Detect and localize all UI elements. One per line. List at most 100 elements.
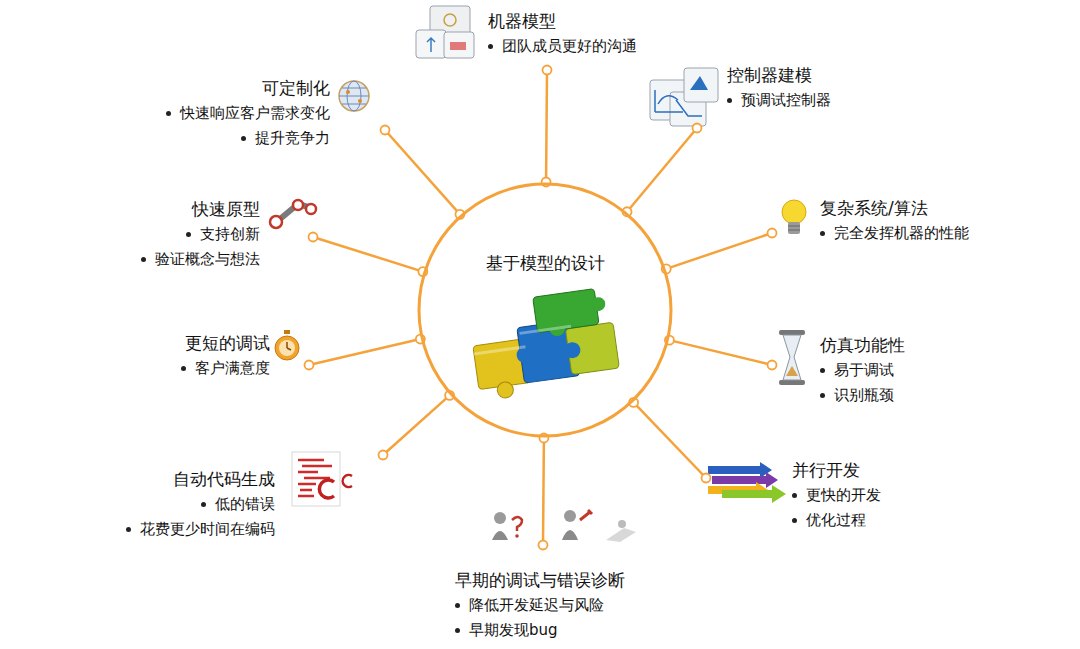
bullet-row: 预调试控制器 xyxy=(727,88,831,113)
benefit-item: 提升竞争力 xyxy=(255,126,330,151)
bullet-dot xyxy=(186,232,191,237)
bullet-row: 识别瓶颈 xyxy=(820,383,905,408)
spoke-line xyxy=(542,438,545,545)
bullet-dot xyxy=(455,603,460,608)
benefit-heading: 复杂系统/算法 xyxy=(820,195,969,221)
benefit-item: 低的错误 xyxy=(215,492,275,517)
ring-circle xyxy=(419,184,671,436)
benefit-heading: 更短的调试 xyxy=(181,330,270,356)
bullet-dot xyxy=(488,44,493,49)
bullet-dot xyxy=(727,98,732,103)
bullet-dot xyxy=(126,527,131,532)
bullet-row: 快速响应客户需求变化 xyxy=(166,101,330,126)
bullet-row: 支持创新 xyxy=(141,222,260,247)
spoke-end-dot xyxy=(768,361,777,370)
benefit-item: 易于调试 xyxy=(834,358,894,383)
benefit-item: 早期发现bug xyxy=(469,618,558,643)
benefit-heading: 控制器建模 xyxy=(727,62,831,88)
benefit-item: 识别瓶颈 xyxy=(834,383,894,408)
benefit-item: 预调试控制器 xyxy=(741,88,831,113)
bullet-dot xyxy=(181,366,186,371)
benefit-group: 并行开发更快的开发优化过程 xyxy=(792,457,881,533)
spoke-line xyxy=(309,339,420,365)
benefit-group: 机器模型团队成员更好的沟通 xyxy=(488,8,637,59)
spoke-end-dot xyxy=(305,361,314,370)
benefit-item: 快速响应客户需求变化 xyxy=(180,101,330,126)
globe-icon xyxy=(339,81,369,111)
hourglass-icon xyxy=(779,330,805,385)
bullet-dot xyxy=(792,493,797,498)
bullet-row: 提升竞争力 xyxy=(166,126,330,151)
spoke-line xyxy=(383,395,450,455)
benefit-group: 早期的调试与错误诊断降低开发延迟与风险早期发现bug xyxy=(455,567,625,643)
spoke-end-dot xyxy=(379,451,388,460)
benefit-heading: 机器模型 xyxy=(488,8,637,34)
bullet-row: 团队成员更好的沟通 xyxy=(488,34,637,59)
benefit-item: 完全发挥机器的性能 xyxy=(834,221,969,246)
bullet-row: 花费更少时间在编码 xyxy=(126,517,275,542)
benefit-heading: 仿真功能性 xyxy=(820,332,905,358)
spoke-line xyxy=(385,130,460,214)
benefit-heading: 自动代码生成 xyxy=(126,466,275,492)
bullet-row: 验证概念与想法 xyxy=(141,247,260,272)
puzzle-illustration xyxy=(467,287,621,402)
spoke-line xyxy=(669,340,772,365)
spoke-end-dot xyxy=(702,474,711,483)
benefit-item: 更快的开发 xyxy=(806,483,881,508)
bullet-dot xyxy=(201,502,206,507)
bullet-dot xyxy=(820,368,825,373)
lightbulb-icon xyxy=(782,200,806,234)
spoke-end-dot xyxy=(539,541,548,550)
benefit-item: 降低开发延迟与风险 xyxy=(469,593,604,618)
center-circle: 基于模型的设计 xyxy=(417,182,673,438)
spoke-end-dot xyxy=(693,124,702,133)
stopwatch-icon xyxy=(275,330,299,360)
bullet-row: 完全发挥机器的性能 xyxy=(820,221,969,246)
benefit-group: 复杂系统/算法完全发挥机器的性能 xyxy=(820,195,969,246)
debug-figures-icon xyxy=(492,510,636,542)
bullet-row: 早期发现bug xyxy=(455,618,625,643)
benefit-item: 支持创新 xyxy=(200,222,260,247)
bullet-dot xyxy=(166,111,171,116)
bullet-dot xyxy=(820,393,825,398)
spoke-line xyxy=(313,237,423,272)
controller-model-icon xyxy=(650,68,718,126)
bullet-dot xyxy=(820,231,825,236)
bullet-row: 易于调试 xyxy=(820,358,905,383)
benefit-item: 优化过程 xyxy=(806,508,866,533)
spoke-end-dot xyxy=(543,66,552,75)
benefit-item: 团队成员更好的沟通 xyxy=(502,34,637,59)
spoke-end-dot xyxy=(381,126,390,135)
bullet-row: 客户满意度 xyxy=(181,356,270,381)
prototype-chain-icon xyxy=(270,200,316,228)
bullet-dot xyxy=(455,628,460,633)
spoke-line xyxy=(545,70,548,182)
benefit-group: 仿真功能性易于调试识别瓶颈 xyxy=(820,332,905,408)
benefit-group: 快速原型支持创新验证概念与想法 xyxy=(141,196,260,272)
benefit-item: 客户满意度 xyxy=(195,356,270,381)
benefit-group: 更短的调试客户满意度 xyxy=(181,330,270,381)
spoke-line xyxy=(666,233,772,269)
benefit-group: 可定制化快速响应客户需求变化提升竞争力 xyxy=(166,75,330,151)
code-generation-icon xyxy=(292,452,352,506)
bullet-dot xyxy=(141,257,146,262)
spoke-line xyxy=(634,402,706,478)
benefit-heading: 早期的调试与错误诊断 xyxy=(455,567,625,593)
parallel-arrows-icon xyxy=(708,462,786,503)
ring-outline xyxy=(417,182,673,438)
spoke-end-dot xyxy=(309,233,318,242)
spokes xyxy=(305,66,777,550)
bullet-row: 优化过程 xyxy=(792,508,881,533)
benefit-heading: 可定制化 xyxy=(166,75,330,101)
spoke-end-dot xyxy=(768,229,777,238)
benefit-item: 验证概念与想法 xyxy=(155,247,260,272)
bullet-row: 降低开发延迟与风险 xyxy=(455,593,625,618)
bullet-row: 更快的开发 xyxy=(792,483,881,508)
center-title: 基于模型的设计 xyxy=(417,182,673,276)
benefit-group: 自动代码生成低的错误花费更少时间在编码 xyxy=(126,466,275,542)
bullet-dot xyxy=(792,518,797,523)
bullet-dot xyxy=(241,136,246,141)
benefit-group: 控制器建模预调试控制器 xyxy=(727,62,831,113)
spoke-line xyxy=(627,128,697,212)
